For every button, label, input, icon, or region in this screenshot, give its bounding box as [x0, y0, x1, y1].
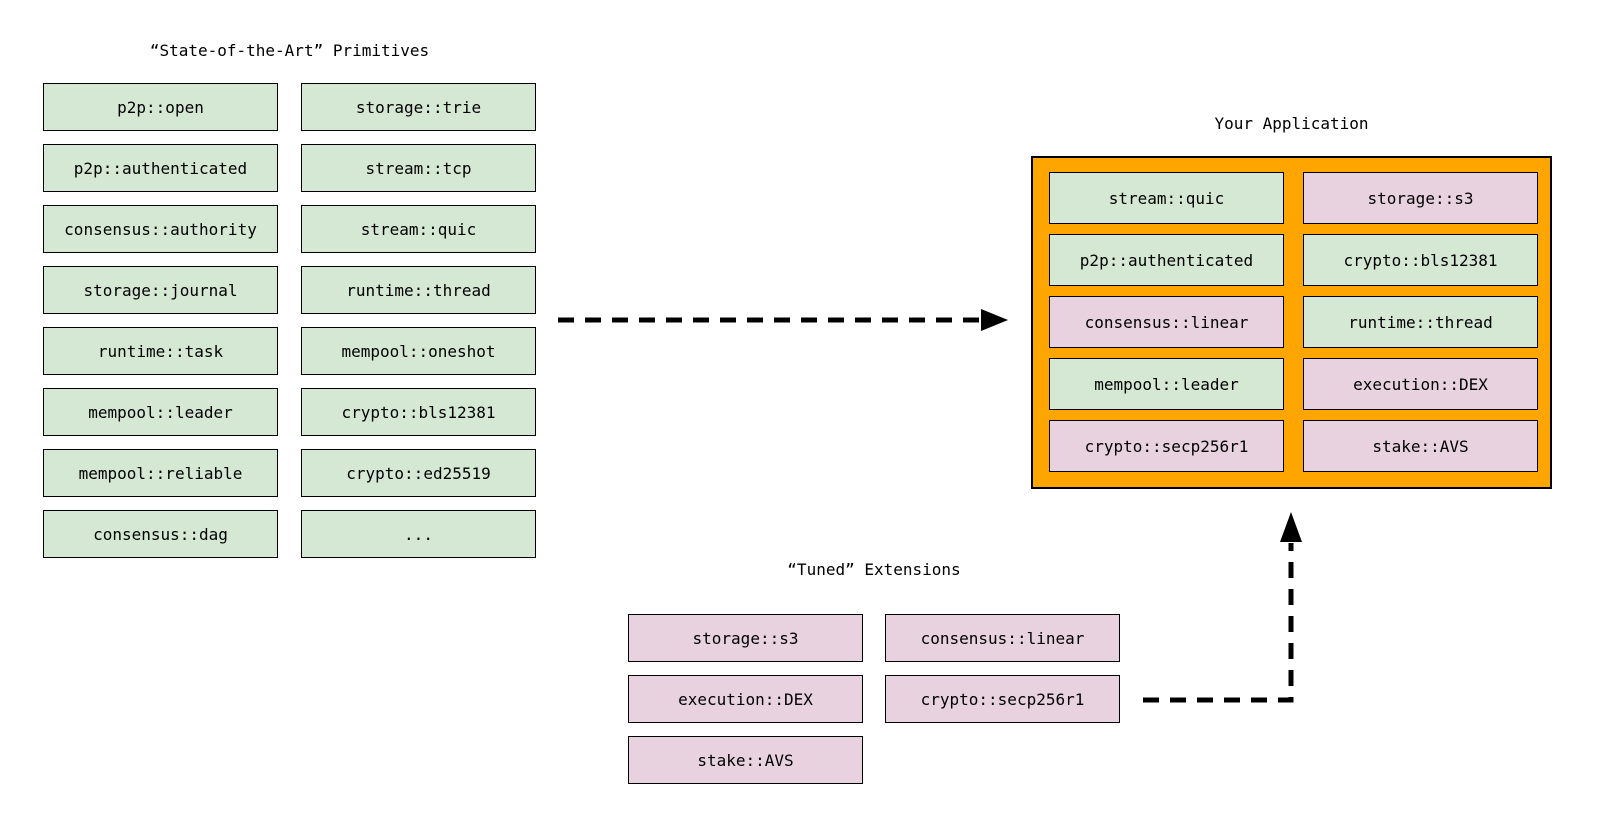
- arrow-primitives-to-application-icon: [558, 309, 1008, 331]
- application-module-box: storage::s3: [1303, 172, 1538, 224]
- extension-box: crypto::secp256r1: [885, 675, 1120, 723]
- extension-box: storage::s3: [628, 614, 863, 662]
- extensions-title: “Tuned” Extensions: [787, 560, 961, 579]
- application-module-box: stream::quic: [1049, 172, 1284, 224]
- primitive-box-ellipsis: ...: [301, 510, 536, 558]
- primitive-box: storage::trie: [301, 83, 536, 131]
- application-module-box: mempool::leader: [1049, 358, 1284, 410]
- application-title: Your Application: [1214, 114, 1369, 133]
- primitive-box: mempool::reliable: [43, 449, 278, 497]
- primitive-box: crypto::ed25519: [301, 449, 536, 497]
- primitive-box: stream::tcp: [301, 144, 536, 192]
- application-column-1: stream::quic p2p::authenticated consensu…: [1049, 172, 1284, 472]
- extensions-column-2: consensus::linear crypto::secp256r1: [885, 614, 1120, 723]
- primitive-box: mempool::oneshot: [301, 327, 536, 375]
- primitive-box: stream::quic: [301, 205, 536, 253]
- primitive-box: p2p::authenticated: [43, 144, 278, 192]
- primitive-box: crypto::bls12381: [301, 388, 536, 436]
- primitives-column-1: p2p::open p2p::authenticated consensus::…: [43, 83, 278, 558]
- extension-box: execution::DEX: [628, 675, 863, 723]
- application-container: stream::quic p2p::authenticated consensu…: [1031, 156, 1552, 489]
- primitives-title: “State-of-the-Art” Primitives: [149, 41, 430, 60]
- primitive-box: mempool::leader: [43, 388, 278, 436]
- primitive-box: storage::journal: [43, 266, 278, 314]
- application-module-box: runtime::thread: [1303, 296, 1538, 348]
- primitive-box: consensus::authority: [43, 205, 278, 253]
- primitive-box: consensus::dag: [43, 510, 278, 558]
- primitive-box: runtime::thread: [301, 266, 536, 314]
- extension-box: consensus::linear: [885, 614, 1120, 662]
- application-module-box: stake::AVS: [1303, 420, 1538, 472]
- primitives-column-2: storage::trie stream::tcp stream::quic r…: [301, 83, 536, 558]
- application-column-2: storage::s3 crypto::bls12381 runtime::th…: [1303, 172, 1538, 472]
- application-module-box: execution::DEX: [1303, 358, 1538, 410]
- application-module-box: crypto::secp256r1: [1049, 420, 1284, 472]
- extension-box: stake::AVS: [628, 736, 863, 784]
- application-module-box: consensus::linear: [1049, 296, 1284, 348]
- application-module-box: crypto::bls12381: [1303, 234, 1538, 286]
- arrow-extensions-to-application-icon: [1143, 512, 1302, 703]
- primitive-box: runtime::task: [43, 327, 278, 375]
- application-module-box: p2p::authenticated: [1049, 234, 1284, 286]
- extensions-column-1: storage::s3 execution::DEX stake::AVS: [628, 614, 863, 784]
- primitive-box: p2p::open: [43, 83, 278, 131]
